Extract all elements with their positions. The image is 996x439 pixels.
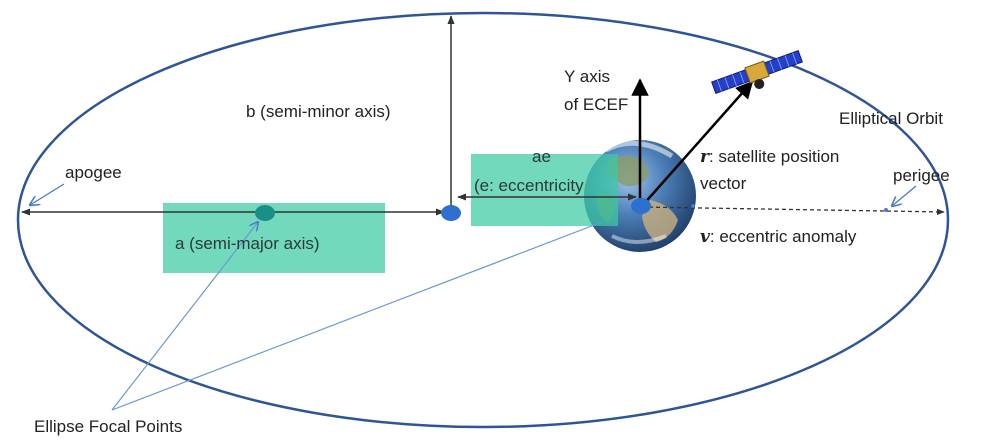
ae-label: ae	[532, 147, 551, 166]
y-axis-label-line2: of ECEF	[564, 95, 628, 114]
semi-minor-axis-label: b (semi-minor axis)	[246, 102, 391, 121]
r-symbol: r	[700, 147, 710, 167]
ellipse-center-point	[441, 205, 461, 221]
earth-focus-point	[631, 198, 651, 214]
elliptical-orbit-label: Elliptical Orbit	[839, 109, 943, 128]
focal-connector-1	[111, 222, 258, 411]
perigee-label: perigee	[893, 166, 950, 185]
anomaly-marker	[691, 204, 695, 208]
satellite-icon	[711, 49, 803, 95]
r-description: : satellite position	[709, 147, 839, 166]
eccentricity-label: (e: eccentricity	[474, 176, 584, 195]
perigee-marker	[884, 208, 888, 212]
apogee-label: apogee	[65, 163, 122, 182]
semi-major-axis-label: a (semi-major axis)	[175, 234, 320, 253]
y-axis-label-line1: Y axis	[564, 67, 610, 86]
position-vector-label-line2: vector	[700, 174, 747, 193]
perigee-pointer	[892, 185, 917, 206]
empty-focus-point	[255, 205, 275, 221]
focal-points-label: Ellipse Focal Points	[34, 417, 182, 436]
eccentricity-highlight	[471, 154, 618, 226]
satellite-position-vector	[641, 80, 754, 207]
apogee-pointer	[30, 183, 65, 205]
elliptical-orbit-path	[16, 11, 950, 429]
v-symbol: v	[700, 227, 711, 247]
eccentric-anomaly-label: v: eccentric anomaly	[700, 227, 857, 247]
v-description: : eccentric anomaly	[710, 227, 857, 246]
focal-connector-2	[111, 221, 603, 411]
position-vector-label: r: satellite position	[700, 147, 839, 167]
